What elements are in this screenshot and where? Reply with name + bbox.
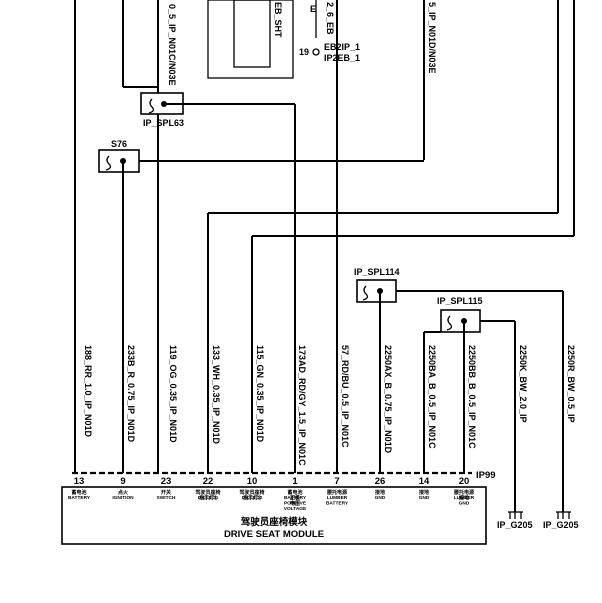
splice-ip-spl114: IP_SPL114: [354, 267, 564, 512]
module-title-cn: 驾驶员座椅模块: [241, 516, 308, 528]
top-section: 0_5_IP_N01C/N03E EB_SHT 2_6_EB E 5_IP_N0…: [74, 0, 575, 473]
pin-function-cn: 接地: [458, 495, 469, 502]
pin-function-en: SWITCH: [157, 495, 176, 501]
ground-1: IP_G205: [497, 511, 533, 530]
eb-sht-label: EB_SHT: [273, 2, 283, 38]
ground-2: IP_G205: [543, 511, 579, 530]
splice-symbol-icon: [148, 98, 155, 114]
pin-function-cn: 接地: [374, 489, 385, 496]
pin-function-cn: 指示灯2: [243, 495, 261, 502]
ground-label-2: IP_G205: [543, 520, 579, 530]
eb-connector-pin: [312, 48, 320, 56]
spl115-label: IP_SPL115: [437, 296, 483, 306]
pin-function-cn: 指示灯1: [199, 495, 217, 502]
eb-prefix: E: [310, 4, 316, 14]
drive-seat-module: 蓄电池BATTERY点火IGNITION开关SWITCH驾驶员座椅指示灯1DR …: [61, 486, 487, 545]
wire-label-n01c-top: 0_5_IP_N01C/N03E: [167, 4, 177, 86]
wire-label-11: 2250K_BW_2.0_IP: [518, 345, 528, 423]
wire-label-5: 115_GN_0.35_IP_N01D: [255, 345, 265, 443]
pin-function-cn: 正极: [290, 495, 300, 502]
pin-function-en: POSITIVE: [284, 501, 307, 507]
pin-number-23: 23: [161, 476, 172, 487]
pin-function-en: IGNITION: [112, 495, 134, 501]
pin-number-26: 26: [375, 476, 386, 487]
pin-function-cn: 腰托电源: [327, 489, 347, 496]
pin-function-en: BATTERY: [284, 495, 307, 501]
pin-number-9: 9: [120, 476, 125, 487]
pin-functions: 蓄电池BATTERY点火IGNITION开关SWITCH驾驶员座椅指示灯1DR …: [68, 489, 475, 512]
splice-ip-spl63: IP_SPL63: [140, 92, 296, 473]
wire-label-3: 119_OG_0.35_IP_N01D: [168, 345, 178, 443]
pin-function-cn: 点火: [118, 489, 129, 496]
connector-name: IP99: [476, 470, 496, 481]
spl63-label: IP_SPL63: [143, 118, 184, 128]
wire-label-eb: 2_6_EB: [325, 2, 335, 35]
wire-label-4: 133_WH_0.35_IP_N01D: [211, 345, 221, 445]
pin-function-cn: 蓄电池: [71, 489, 86, 496]
connector-pins: 13 9 23 22 10 1 7 26 14 20: [74, 476, 470, 487]
pin-function-en: GND: [375, 495, 386, 501]
wire-label-7: 57_RD/BU_0.5_IP_N01C: [340, 345, 350, 448]
pin-function-en: GND: [419, 495, 430, 501]
pin-function-cn: 电压: [290, 500, 300, 507]
wire-labels: 188_RR_1.0_IP_N01D 233B_R_0.75_IP_N01D 1…: [83, 345, 576, 466]
pin-function-en: GND: [459, 501, 470, 507]
pin-function-en: LUMBER: [454, 495, 475, 501]
splice-s76: S76: [98, 139, 424, 473]
pin-function-en: LUMBER: [327, 495, 348, 501]
pin-function-en: DR LED1: [198, 495, 219, 501]
pin-function-cn: 驾驶员座椅: [195, 489, 220, 496]
wire-label-2: 233B_R_0.75_IP_N01D: [126, 345, 136, 443]
wire-label-1: 188_RR_1.0_IP_N01D: [83, 345, 93, 438]
pin-number-14: 14: [419, 476, 430, 487]
pin-function-cn: 驾驶员座椅: [239, 489, 264, 496]
splice-symbol-icon: [362, 285, 369, 301]
wire-label-8: 2250AX_B_0.75_IP_N01D: [383, 345, 393, 454]
splice-symbol-icon: [446, 315, 453, 331]
wire-label-9: 2250BA_B_0.5_IP_N01C: [427, 345, 437, 449]
pin-number-7: 7: [334, 476, 339, 487]
pin-function-cn: 接地: [418, 489, 429, 496]
pin-function-cn: 开关: [161, 489, 171, 496]
wire-label-6: 173AD_RD/GY_1.5_IP_N01C: [297, 345, 307, 466]
module-box: [61, 486, 487, 545]
spl114-label: IP_SPL114: [354, 267, 400, 277]
eb-outer-box: [207, 0, 294, 79]
pin-number-1: 1: [292, 476, 298, 487]
pin-function-en: DR LED2: [242, 495, 263, 501]
ground-label-1: IP_G205: [497, 520, 533, 530]
wire-label-n01d-top: 5_IP_N01D/N03E: [427, 2, 437, 74]
splice-ip-spl115: IP_SPL115: [423, 296, 516, 512]
pin-function-cn: 蓄电池: [287, 489, 302, 496]
eb-pin-number: 19: [299, 47, 309, 57]
pin-number-22: 22: [203, 476, 214, 487]
module-title-en: DRIVE SEAT MODULE: [224, 529, 324, 540]
s76-label: S76: [111, 139, 127, 149]
splice-symbol-icon: [105, 155, 112, 171]
eb-connector-2: IP2EB_1: [324, 53, 360, 63]
eb-inner-box: [233, 0, 271, 68]
pin-number-13: 13: [74, 476, 85, 487]
wire-label-12: 2250R_BW_0.5_IP: [566, 345, 576, 423]
pin-function-en: VOLTAGE: [284, 506, 307, 512]
connector-ip99: IP99 13 9 23 22 10 1 7 26 14 20: [72, 470, 496, 487]
wire-label-10: 2250BB_B_0.5_IP_N01C: [467, 345, 477, 449]
pin-function-en: BATTERY: [68, 495, 91, 501]
pin-function-cn: 腰托电源: [454, 489, 474, 496]
pin-function-en: BATTERY: [326, 501, 349, 507]
pin-number-20: 20: [459, 476, 470, 487]
eb-connector-1: EB2IP_1: [324, 42, 360, 52]
pin-number-10: 10: [247, 476, 258, 487]
